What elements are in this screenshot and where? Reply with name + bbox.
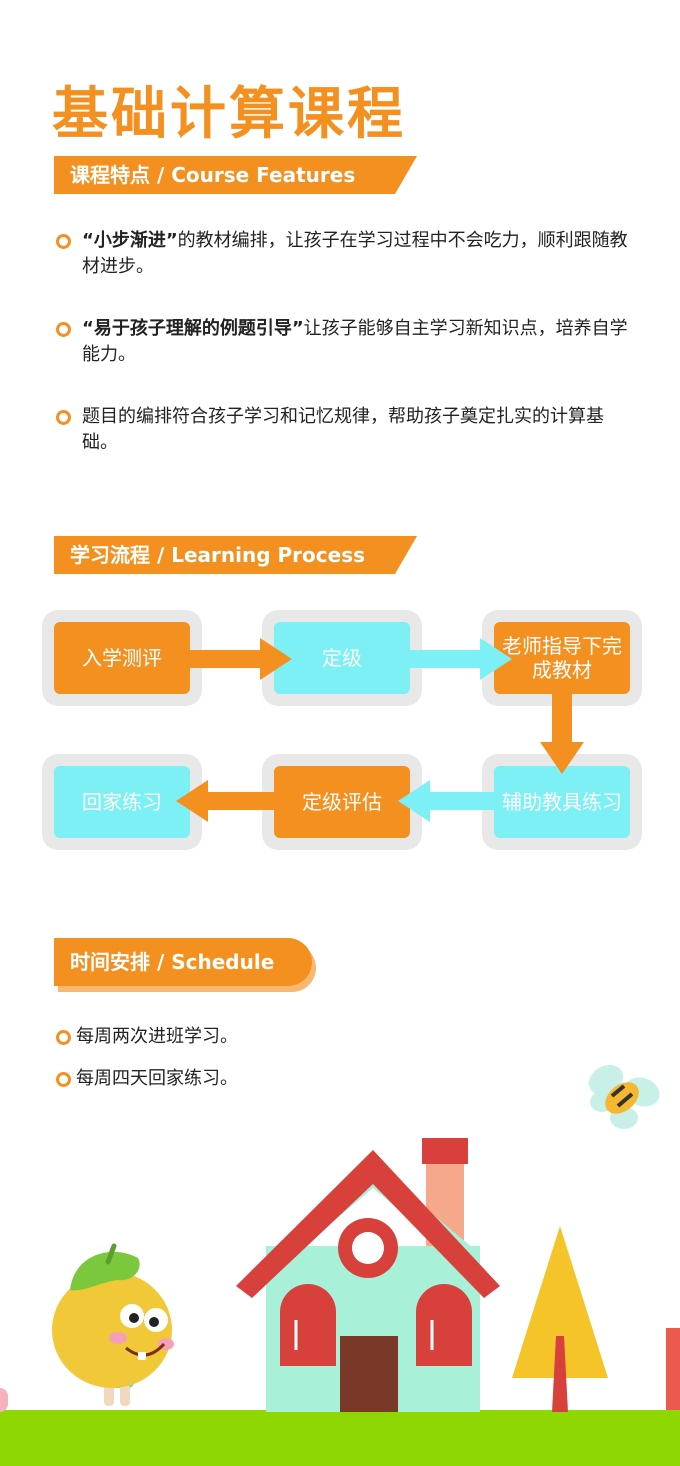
grass-ground <box>0 1410 680 1466</box>
process-step-label: 入学测评 <box>54 622 190 694</box>
bullet-ring-icon <box>56 234 71 249</box>
schedule-text: 每周四天回家练习。 <box>76 1068 238 1089</box>
schedule-text: 每周两次进班学习。 <box>76 1026 238 1047</box>
arrow-right-icon <box>188 638 292 680</box>
process-step-5: 定级评估 <box>262 754 422 850</box>
process-step-label: 定级评估 <box>274 766 410 838</box>
arrow-left-icon <box>398 780 498 822</box>
features-heading: 课程特点 / Course Features <box>54 156 417 194</box>
feature-highlight: “易于孩子理解的例题引导” <box>82 318 304 339</box>
schedule-item-1: 每周两次进班学习。 <box>56 1024 238 1050</box>
schedule-item-2: 每周四天回家练习。 <box>56 1066 238 1092</box>
feature-text: 的教材编排，让孩子在学习过程中不会吃力，顺利跟随教材进步。 <box>82 230 628 277</box>
bee-icon <box>588 1064 660 1129</box>
feature-item-2: “易于孩子理解的例题引导”让孩子能够自主学习新知识点，培养自学能力。 <box>56 316 636 368</box>
bullet-ring-icon <box>56 322 71 337</box>
process-step-6: 回家练习 <box>42 754 202 850</box>
feature-item-3: 题目的编排符合孩子学习和记忆规律，帮助孩子奠定扎实的计算基础。 <box>56 404 636 456</box>
process-step-label: 老师指导下完成教材 <box>494 622 630 694</box>
arrow-down-icon <box>540 690 584 774</box>
process-step-label: 辅助教具练习 <box>494 766 630 838</box>
fence-post <box>666 1328 680 1410</box>
process-heading: 学习流程 / Learning Process <box>54 536 417 574</box>
feature-item-1: “小步渐进”的教材编排，让孩子在学习过程中不会吃力，顺利跟随教材进步。 <box>56 228 636 280</box>
mascot-icon <box>52 1243 174 1406</box>
bullet-ring-icon <box>56 1072 71 1087</box>
bullet-ring-icon <box>56 1030 71 1045</box>
feature-highlight: “小步渐进” <box>82 230 178 251</box>
feature-text: 题目的编排符合孩子学习和记忆规律，帮助孩子奠定扎实的计算基础。 <box>82 406 604 453</box>
flower-edge <box>0 1388 8 1412</box>
schedule-heading: 时间安排 / Schedule <box>54 938 312 986</box>
page-title: 基础计算课程 <box>52 82 406 147</box>
process-step-label: 定级 <box>274 622 410 694</box>
bullet-ring-icon <box>56 410 71 425</box>
tree-icon <box>512 1226 608 1412</box>
arrow-left-icon <box>176 780 276 822</box>
arrow-right-icon <box>408 638 512 680</box>
process-step-1: 入学测评 <box>42 610 202 706</box>
house-icon <box>236 1138 500 1412</box>
process-step-label: 回家练习 <box>54 766 190 838</box>
feature-text: 让孩子能够自主学习新知识点，培养自学能力。 <box>82 318 628 365</box>
